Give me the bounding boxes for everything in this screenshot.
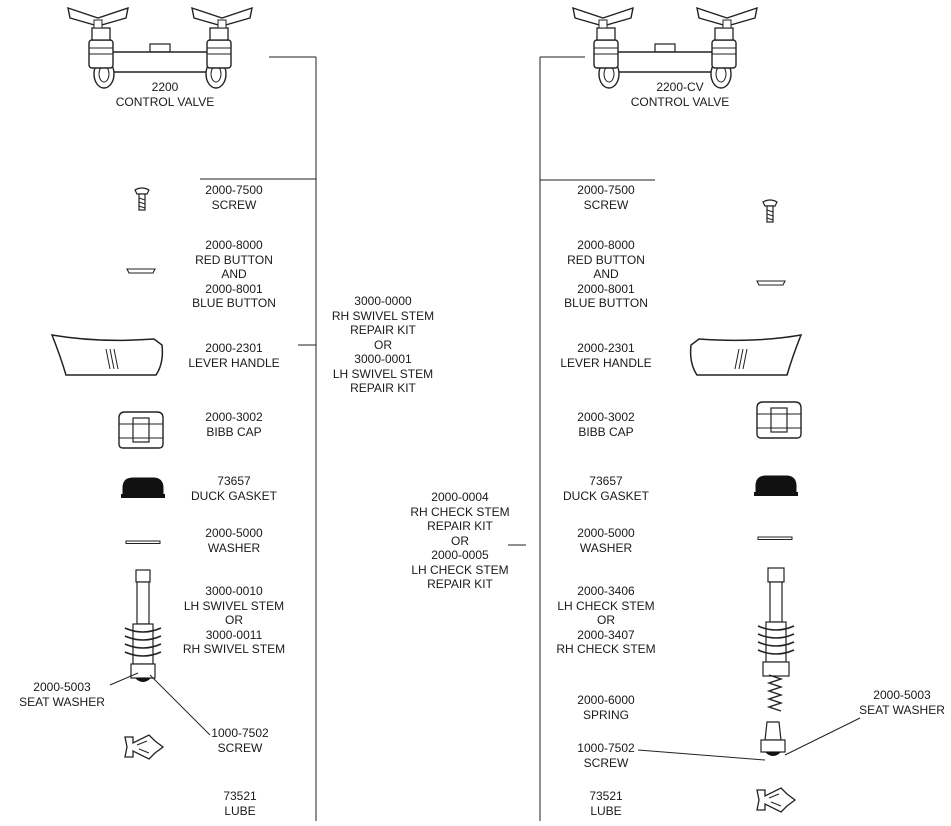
part-label-lever-handle: 2000-2301 LEVER HANDLE xyxy=(560,341,652,370)
part-label-bibb-cap: 2000-3002 BIBB CAP xyxy=(577,410,635,439)
valve-label: 2200-CV CONTROL VALVE xyxy=(630,80,730,109)
right-leader-lines xyxy=(508,56,861,821)
button-icon xyxy=(126,268,156,274)
part-label-swivel-stem: 3000-0010 LH SWIVEL STEM OR 3000-0011 RH… xyxy=(182,584,286,656)
lever-handle-icon xyxy=(51,334,164,376)
check-seat-icon xyxy=(760,721,786,757)
part-label-lube: 73521 LUBE xyxy=(589,789,623,818)
screw-icon xyxy=(762,199,778,223)
kit-label-check-stem: 2000-0004 RH CHECK STEM REPAIR KIT OR 20… xyxy=(410,490,510,591)
part-label-lube: 73521 LUBE xyxy=(223,789,257,818)
lube-icon xyxy=(124,734,164,760)
lube-icon xyxy=(756,787,796,813)
part-label-seat-washer: 2000-5003 SEAT WASHER xyxy=(19,680,105,709)
spring-icon xyxy=(768,674,782,712)
part-label-seat-washer: 2000-5003 SEAT WASHER xyxy=(859,688,945,717)
part-label-spring: 2000-6000 SPRING xyxy=(577,693,635,722)
bibb-cap-icon xyxy=(118,411,164,449)
part-label-duck-gasket: 73657 DUCK GASKET xyxy=(562,474,650,503)
kit-label-swivel-stem: 3000-0000 RH SWIVEL STEM REPAIR KIT OR 3… xyxy=(331,294,435,395)
left-leader-lines xyxy=(109,56,317,821)
button-icon xyxy=(756,280,786,286)
duck-gasket-icon xyxy=(753,475,799,497)
part-label-duck-gasket: 73657 DUCK GASKET xyxy=(190,474,278,503)
part-label-lever-handle: 2000-2301 LEVER HANDLE xyxy=(188,341,280,370)
bibb-cap-icon xyxy=(756,401,802,439)
part-label-buttons: 2000-8000 RED BUTTON AND 2000-8001 BLUE … xyxy=(192,238,276,310)
part-label-screw: 2000-7500 SCREW xyxy=(205,183,263,212)
part-label-washer: 2000-5000 WASHER xyxy=(205,526,263,555)
part-label-screw: 2000-7500 SCREW xyxy=(577,183,635,212)
part-label-washer: 2000-5000 WASHER xyxy=(577,526,635,555)
swivel-stem-icon xyxy=(124,569,162,683)
washer-icon xyxy=(125,540,161,544)
part-label-check-stem: 2000-3406 LH CHECK STEM OR 2000-3407 RH … xyxy=(556,584,656,656)
part-label-bibb-cap: 2000-3002 BIBB CAP xyxy=(205,410,263,439)
part-label-screw-1000: 1000-7502 SCREW xyxy=(577,741,635,770)
faucet-2200-icon xyxy=(67,7,253,89)
lever-handle-icon xyxy=(689,334,802,376)
screw-icon xyxy=(134,187,150,211)
faucet-2200-cv-icon xyxy=(572,7,758,89)
washer-icon xyxy=(757,536,793,540)
valve-label: 2200 CONTROL VALVE xyxy=(115,80,215,109)
check-stem-icon xyxy=(757,567,795,677)
part-label-screw-1000: 1000-7502 SCREW xyxy=(211,726,269,755)
duck-gasket-icon xyxy=(120,477,166,499)
part-label-buttons: 2000-8000 RED BUTTON AND 2000-8001 BLUE … xyxy=(564,238,648,310)
